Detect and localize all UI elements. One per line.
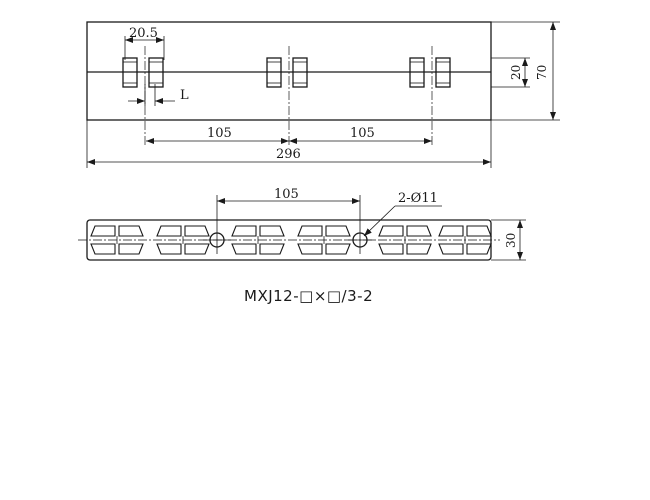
blade-lower-right-5: [406, 243, 432, 255]
slot-4: [292, 57, 308, 88]
blade-lower-right-2: [184, 243, 210, 255]
dim-pitch: 20.5: [125, 26, 164, 43]
slot-1: [122, 57, 138, 88]
blade-lower-left-2: [156, 243, 182, 255]
dim-width-label: 30: [504, 233, 518, 248]
dim-slot-height-label: 20: [509, 65, 523, 80]
slot-2: [148, 57, 164, 88]
blade-upper-right-6: [466, 225, 492, 237]
dim-spacing-right-label: 105: [350, 126, 375, 141]
blade-lower-right-3: [259, 243, 285, 255]
blade-lower-left-4: [297, 243, 323, 255]
slot-6: [435, 57, 451, 88]
blade-lower-left-1: [90, 243, 116, 255]
blade-upper-right-4: [325, 225, 351, 237]
dim-pitch-label: 20.5: [129, 26, 158, 41]
blade-lower-left-6: [438, 243, 464, 255]
dim-spacing: 105 105: [146, 126, 432, 144]
blade-slots: [90, 225, 492, 255]
blade-upper-right-1: [118, 225, 144, 237]
slot-3: [266, 57, 282, 88]
dim-L: L: [128, 84, 189, 106]
blade-lower-right-4: [325, 243, 351, 255]
top-view: 105 2-Ø11 30: [78, 187, 526, 261]
slot-5: [409, 57, 425, 88]
blade-upper-left-3: [231, 225, 257, 237]
slot-centerlines: [124, 36, 433, 147]
blade-upper-right-3: [259, 225, 285, 237]
blade-lower-left-5: [378, 243, 404, 255]
dim-spacing-left-label: 105: [207, 126, 232, 141]
dim-L-label: L: [180, 88, 189, 103]
busbar-body: [86, 21, 492, 121]
blade-upper-left-1: [90, 225, 116, 237]
dim-hole-spacing-label: 105: [274, 187, 299, 202]
blade-lower-right-6: [466, 243, 492, 255]
front-view: 20.5 L 105 105 296: [86, 21, 560, 168]
dim-total-length: 296: [86, 120, 492, 168]
slot-cutouts: [122, 57, 451, 88]
model-label: MXJ12-□×□/3-2: [244, 287, 373, 305]
blade-upper-left-4: [297, 225, 323, 237]
dim-total-length-label: 296: [276, 147, 301, 162]
dim-holes-label: 2-Ø11: [398, 191, 438, 206]
dim-width: 30: [491, 219, 526, 261]
dim-holes: 2-Ø11: [363, 191, 442, 237]
blade-upper-left-5: [378, 225, 404, 237]
dim-total-height-label: 70: [535, 65, 549, 80]
blade-lower-left-3: [231, 243, 257, 255]
dim-heights: 20 70: [491, 21, 560, 121]
blade-upper-left-6: [438, 225, 464, 237]
blade-upper-right-5: [406, 225, 432, 237]
blade-upper-right-2: [184, 225, 210, 237]
blade-lower-right-1: [118, 243, 144, 255]
blade-upper-left-2: [156, 225, 182, 237]
dim-hole-spacing: 105: [216, 187, 361, 226]
